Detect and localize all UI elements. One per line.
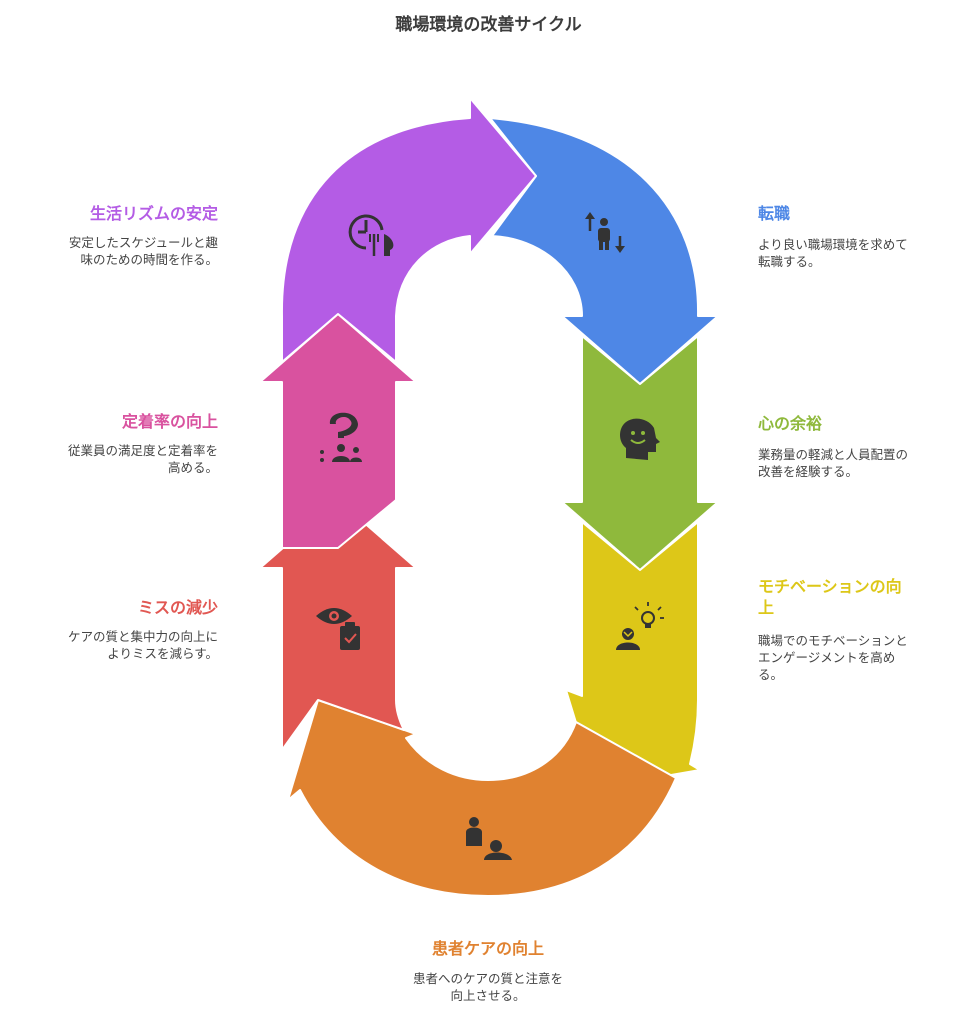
life-rhythm-description: 安定したスケジュールと趣 味のための時間を作る。: [68, 235, 218, 267]
person-up-down-arrows-icon: [585, 212, 625, 253]
diagram-title: 職場環境の改善サイクル: [395, 15, 582, 35]
life-rhythm-arrow: [280, 97, 537, 363]
error-reduction-description: ケアの質と集中力の向上に よりミスを減らす。: [67, 629, 218, 661]
peace-of-mind-label: 心の余裕: [758, 414, 823, 433]
career-change-description: より良い職場環境を求めて 転職する。: [758, 237, 908, 269]
patient-care-arrow: [287, 699, 677, 897]
retention-label: 定着率の向上: [121, 412, 218, 431]
error-reduction-label: ミスの減少: [137, 598, 218, 617]
clock-utensils-icon: [348, 214, 394, 256]
eye-clipboard-icon: [316, 608, 360, 650]
smiling-head-icon: [620, 418, 660, 460]
career-change-label: 転職: [758, 204, 791, 223]
motivation-label: モチベーションの向 上: [758, 577, 902, 617]
retention-description: 従業員の満足度と定着率を 高める。: [67, 443, 218, 475]
career-change-arrow: [489, 117, 719, 385]
life-rhythm-label: 生活リズムの安定: [89, 204, 218, 223]
patient-care-description: 患者へのケアの質と注意を 向上させる。: [412, 971, 563, 1003]
patient-care-label: 患者ケアの向上: [431, 939, 544, 958]
person-lightbulb-icon: [616, 602, 664, 650]
peace-of-mind-description: 業務量の軽減と人員配置の 改善を経験する。: [758, 447, 909, 479]
team-question-icon: [320, 412, 362, 462]
motivation-description: 職場でのモチベーションと エンゲージメントを高め る。: [758, 633, 908, 682]
caregiver-patient-icon: [466, 817, 512, 860]
retention-arrow: [259, 313, 417, 549]
